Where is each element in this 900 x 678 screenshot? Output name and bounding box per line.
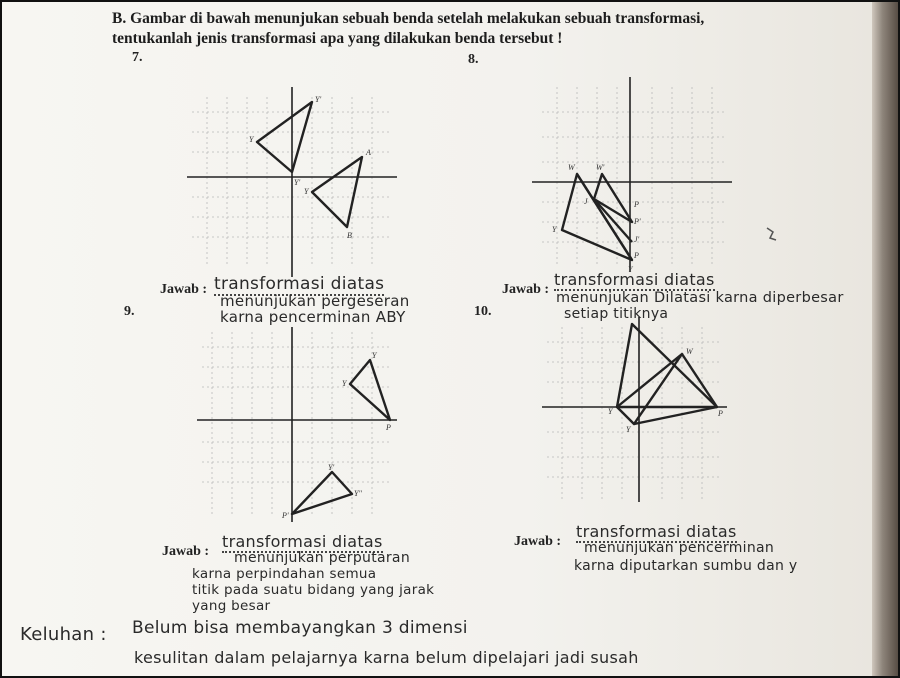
problem-9-answer-line-4: titik pada suatu bidang yang jarak (192, 582, 435, 598)
ink-smudge (766, 227, 777, 241)
problem-10-answer-line-1: transformasi diatas (576, 522, 737, 543)
figure-8-label-f: P' (633, 217, 641, 226)
worksheet-paper (2, 2, 872, 676)
problem-9-answer-line-2: menunjukan perputaran (234, 550, 410, 566)
figure-10-label-d: Y (626, 425, 632, 434)
figure-10-triangle-b (615, 352, 684, 426)
problem-10-answer-line-2: menunjukan pencerminan (584, 540, 775, 556)
problem-10-answer-line-3: karna diputarkan sumbu dan y (574, 558, 798, 574)
figure-8: W W' J P Y P' J' P Y (532, 77, 732, 274)
problem-8-answer-label: Jawab : (502, 282, 550, 297)
figure-7-label-d: A (365, 148, 371, 157)
figure-9-label-d: Y' (328, 463, 334, 472)
problem-8-answer-line-1: transformasi diatas (554, 270, 715, 291)
instruction-line-1: B. Gambar di bawah menunjukan sebuah ben… (112, 10, 705, 27)
figure-7-label-c: Y' (294, 178, 300, 187)
figure-9-label-c: P (385, 423, 391, 432)
problem-9-answer-line-1: transformasi diatas (222, 532, 383, 553)
keluhan-line-2: kesulitan dalam pelajarnya karna belum d… (134, 648, 639, 667)
figure-10-label-c: P (717, 409, 723, 418)
problem-9-answer-line-3: karna perpindahan semua (192, 566, 377, 582)
figure-10: W Y P Y (542, 317, 727, 502)
problem-9-number: 9. (124, 304, 135, 319)
figure-9-grid (202, 332, 392, 517)
keluhan-line-1: Belum bisa membayangkan 3 dimensi (132, 618, 468, 638)
figure-9-label-a: Y (372, 351, 378, 360)
figure-7-label-a: Y' (315, 95, 321, 104)
figure-7-label-b: Y (249, 135, 255, 144)
figure-9-label-e: Y'' (354, 489, 362, 498)
figure-8-label-d: P (633, 200, 639, 209)
figure-9-label-b: Y (342, 379, 348, 388)
instruction-line-2: tentukanlah jenis transformasi apa yang … (112, 30, 563, 47)
problem-10-answer-label: Jawab : (514, 534, 562, 549)
problem-7-answer-line-1: transformasi diatas (214, 274, 385, 296)
problem-9-answer-label: Jawab : (162, 544, 210, 559)
figure-7-label-e: B (347, 231, 352, 240)
figure-10-label-b: Y (608, 407, 614, 416)
problem-8-answer-line-2: menunjukan Dilatasi karna diperbesar (556, 290, 844, 306)
problem-7-answer-line-3: karna pencerminan ABY (220, 308, 406, 326)
problem-8-number: 8. (468, 52, 479, 67)
figure-8-triangle-small (592, 172, 634, 224)
figure-10-edge-a (680, 353, 719, 408)
figure-7-triangle-original (310, 155, 364, 229)
figure-10-label-a: W (686, 347, 694, 356)
figure-9-triangle-rotated (290, 470, 354, 516)
figure-8-label-a: W (568, 163, 576, 172)
figure-9-label-f: P' (281, 511, 289, 520)
problem-10-number: 10. (474, 304, 492, 319)
figure-8-edge-a (575, 173, 634, 261)
figure-8-label-i: Y (628, 265, 634, 274)
figure-7-label-f: Y (304, 187, 310, 196)
problem-7-answer-line-2: menunjukan pergeseran (220, 292, 410, 310)
figure-8-label-b: W' (596, 163, 605, 172)
figure-7: Y' Y Y' A B Y (187, 87, 397, 277)
figure-7-triangle-image (255, 100, 314, 174)
figure-8-label-h: P (633, 251, 639, 260)
figure-8-edge-b (593, 198, 633, 243)
figure-9-triangle-original (348, 358, 392, 422)
figure-8-label-e: Y (552, 225, 558, 234)
figure-9: Y Y P Y' Y'' P' (197, 327, 397, 522)
problem-9-answer-line-5: yang besar (192, 598, 271, 614)
keluhan-label: Keluhan : (20, 624, 107, 645)
problem-7-number: 7. (132, 50, 143, 65)
figure-8-grid (542, 87, 727, 267)
problem-7-answer-label: Jawab : (160, 282, 208, 297)
figure-10-grid (547, 327, 722, 502)
problem-8-answer-line-3: setiap titiknya (564, 306, 669, 322)
figure-8-label-c: J (584, 197, 588, 206)
paper-edge-shadow (872, 2, 898, 676)
figure-10-edge-b (633, 405, 718, 426)
figure-8-label-g: J' (634, 235, 640, 244)
